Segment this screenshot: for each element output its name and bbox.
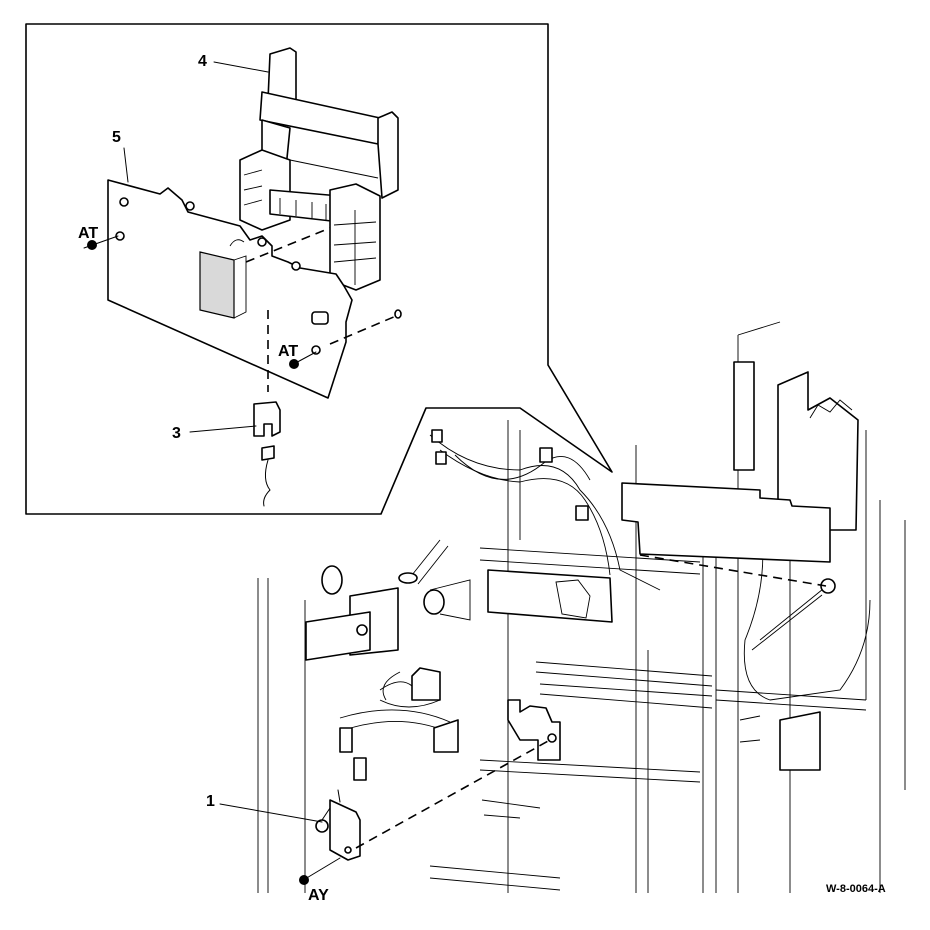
callout-5: 5 [112,129,121,146]
leader-lines [123,61,323,823]
part-3-sensor [253,401,281,507]
detail-inset-frame [25,23,613,515]
part-5-plate [107,179,353,399]
callout-1: 1 [206,793,215,810]
callout-at-right: AT [278,343,298,360]
machine-frame [257,321,906,893]
callout-ay: AY [308,887,329,904]
callout-labels: 4 5 AT AT 3 1 AY W-8-0064-A [78,53,886,904]
figure-id: W-8-0064-A [826,883,886,895]
part-1-switch [299,739,551,885]
callout-3: 3 [172,425,181,442]
part-4-bracket [239,47,399,291]
callout-at-left: AT [78,225,98,242]
callout-4: 4 [198,53,207,70]
inset-fasteners [83,227,402,392]
